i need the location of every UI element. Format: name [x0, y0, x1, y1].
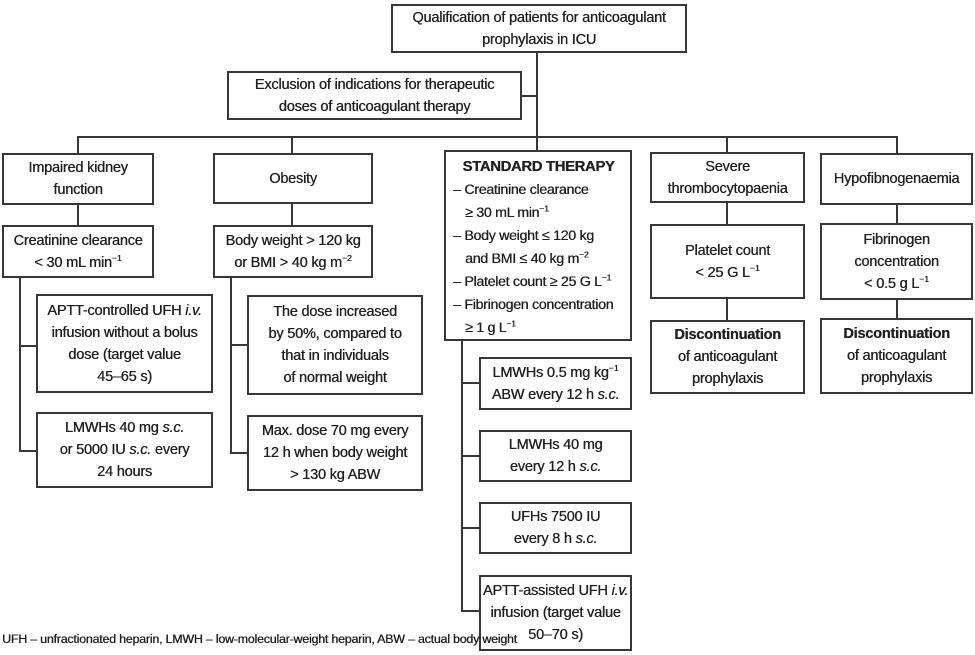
connector-standard-stub3	[461, 527, 479, 529]
connector-exclusion-stub	[521, 95, 538, 97]
connector-standard-bracket	[461, 340, 463, 612]
connector-main-vertical	[536, 53, 538, 150]
connector-obesity-criteria	[291, 204, 293, 225]
connector-kidney-criteria	[77, 205, 79, 225]
aptt-controlled-ufh-box: APTT-controlled UFH i.v.infusion without…	[36, 294, 213, 393]
obesity-header-box: Obesity	[213, 153, 373, 204]
connector-drop-thrombo	[726, 136, 728, 152]
qualification-box: Qualification of patients for anticoagul…	[391, 4, 687, 53]
connector-kidney-stub2	[19, 450, 36, 452]
aptt-assisted-ufh-box: APTT-assisted UFH i.v.infusion (target v…	[479, 575, 632, 651]
standard-therapy-title: STANDARD THERAPY	[462, 159, 615, 175]
connector-drop-obesity	[291, 136, 293, 153]
creatinine-clearance-criteria-box: Creatinine clearance< 30 mL min−1	[2, 225, 154, 278]
standard-therapy-box: STANDARD THERAPY – Creatinine clearance≥…	[444, 150, 632, 341]
connector-thrombo-criteria	[726, 203, 728, 224]
connector-standard-stub4	[461, 610, 479, 612]
connector-obesity-stub1	[230, 344, 247, 346]
exclusion-box: Exclusion of indications for therapeutic…	[227, 71, 522, 120]
connector-drop-hypofib	[896, 136, 898, 153]
connector-kidney-bracket	[19, 277, 21, 452]
connector-hypofib-action	[896, 300, 898, 318]
hypofibnogenaemia-header-box: Hypofibnogenaemia	[820, 153, 973, 205]
connector-obesity-bracket	[230, 277, 232, 454]
platelet-count-criteria-box: Platelet count< 25 G L−1	[650, 224, 805, 299]
connector-drop-kidney	[77, 136, 79, 153]
abbreviations-footnote: UFH – unfractionated heparin, LMWH – low…	[2, 632, 517, 646]
connector-kidney-stub1	[19, 345, 36, 347]
standard-therapy-criteria-list: – Creatinine clearance≥ 30 mL min−1– Bod…	[453, 182, 614, 336]
connector-branch-horizontal	[77, 136, 898, 138]
connector-standard-stub2	[461, 455, 479, 457]
connector-thrombo-action	[726, 299, 728, 320]
connector-obesity-stub2	[230, 452, 247, 454]
connector-hypofib-criteria	[896, 205, 898, 223]
connector-standard-stub1	[461, 382, 479, 384]
